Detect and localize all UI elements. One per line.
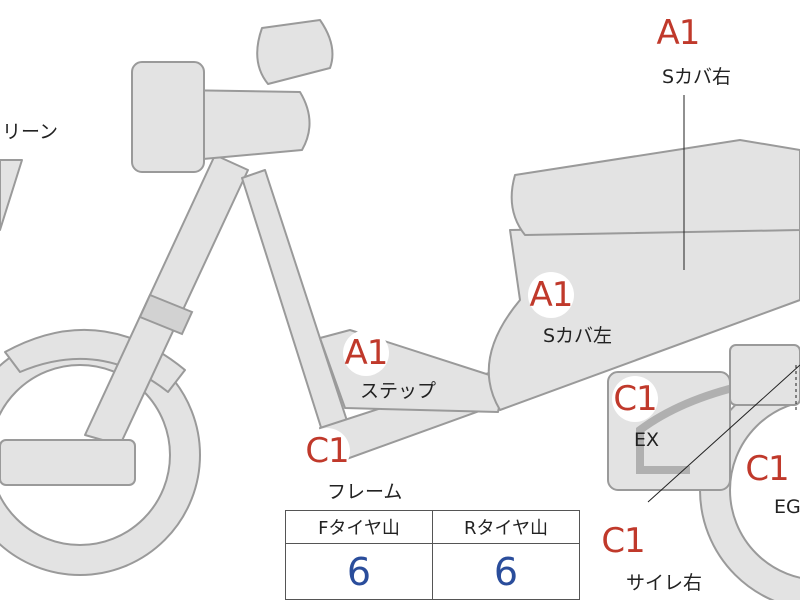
leader-line-muffler xyxy=(647,364,800,503)
grade-badge-muffler-right: C1 xyxy=(600,518,646,564)
front-tire-header: Fタイヤ山 xyxy=(285,510,433,544)
grade-badge-s-cover-left: A1 xyxy=(528,272,574,318)
label-ex: EX xyxy=(634,429,660,451)
fork-clamp xyxy=(138,293,194,336)
grade-badge-s-cover-right: A1 xyxy=(655,10,701,56)
rear-tire-value: 6 xyxy=(432,543,580,600)
frame-downtube xyxy=(241,169,351,441)
grade-badge-ex: C1 xyxy=(612,376,658,422)
seat xyxy=(510,139,800,236)
label-screen-partial: リーン xyxy=(2,121,59,143)
front-hub-box xyxy=(0,439,136,486)
label-s-cover-left: Sカバ左 xyxy=(543,325,613,347)
tire-tread-table: Fタイヤ山 Rタイヤ山 6 6 xyxy=(285,510,580,600)
label-s-cover-right: Sカバ右 xyxy=(662,66,732,88)
side-cover-body xyxy=(487,224,800,411)
speedometer xyxy=(256,19,334,85)
label-step: ステップ xyxy=(360,380,437,402)
handle-cowl xyxy=(174,89,311,161)
front-tire-value: 6 xyxy=(285,543,433,600)
label-muffler-right: サイレ右 xyxy=(626,572,703,594)
label-eg: EG xyxy=(774,496,800,518)
label-frame: フレーム xyxy=(327,481,403,503)
rear-tire-header: Rタイヤ山 xyxy=(432,510,580,544)
exhaust-pipe xyxy=(636,381,746,474)
grade-badge-eg: C1 xyxy=(744,446,790,492)
engine-head xyxy=(729,344,800,406)
grade-badge-step: A1 xyxy=(343,330,389,376)
windscreen-shape xyxy=(0,159,23,231)
headlight-box xyxy=(131,61,205,173)
grade-badge-frame: C1 xyxy=(304,428,350,474)
